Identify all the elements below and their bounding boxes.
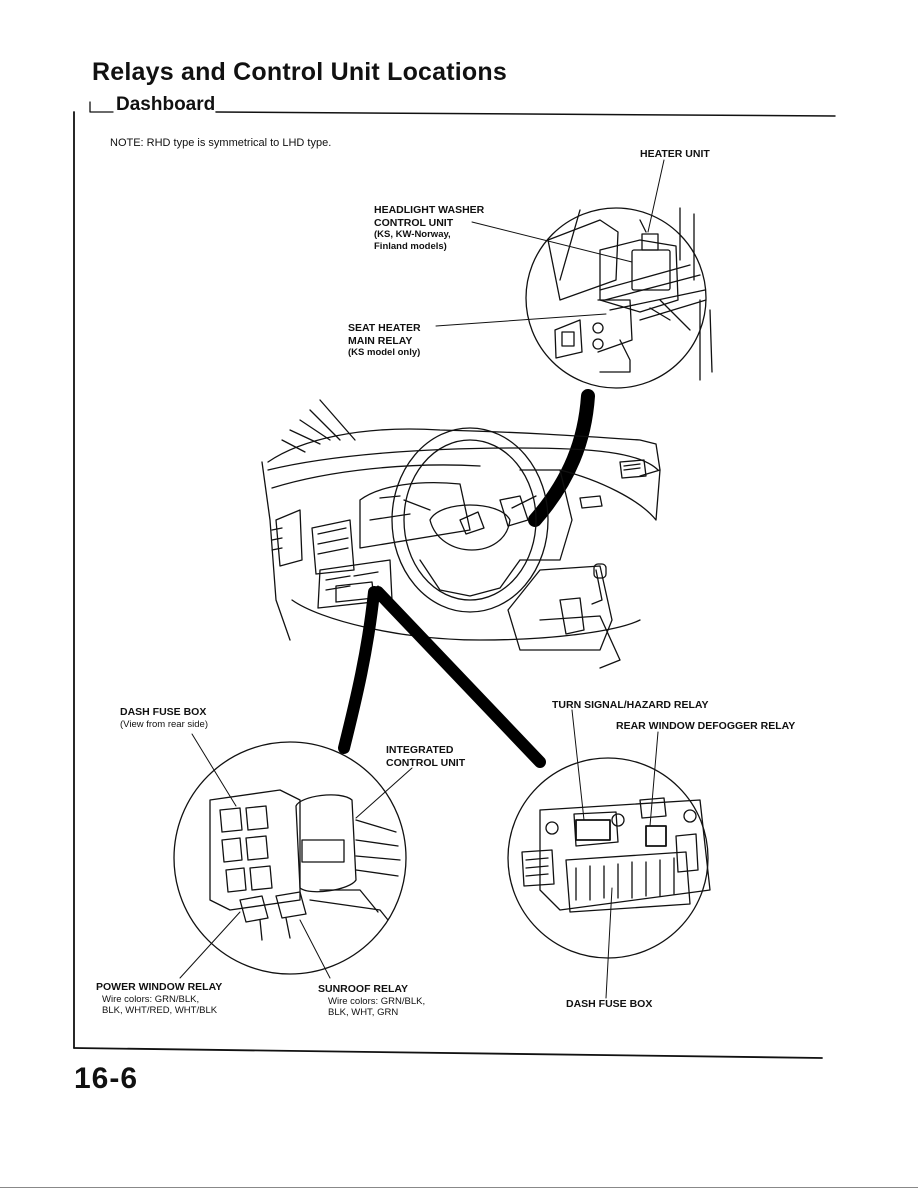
section-frame [89,101,114,113]
seat-heater-label: SEAT HEATER MAIN RELAY (KS model only) [348,322,421,358]
sunroof-relay-label: SUNROOF RELAY Wire colors: GRN/BLK, BLK,… [318,983,426,1018]
note-text: NOTE: RHD type is symmetrical to LHD typ… [110,137,332,149]
heater-unit-label: HEATER UNIT [640,148,710,160]
section-title: Dashboard [116,94,216,115]
dash-fuse-box-detail [173,741,407,975]
leader-lines [179,159,665,999]
dash-fuse-box-rear-label: DASH FUSE BOX (View from rear side) [120,706,208,730]
page-title: Relays and Control Unit Locations [92,58,507,86]
dashboard-drawing [261,399,661,669]
relay-detail [507,757,711,959]
page-number: 16-6 [74,1062,139,1095]
rear-defogger-relay-label: REAR WINDOW DEFOGGER RELAY [616,720,796,732]
frame-bottom-rule [73,1047,823,1059]
dash-fuse-box-label: DASH FUSE BOX [566,998,653,1010]
heater-unit-detail [525,207,713,389]
power-window-relay-label: POWER WINDOW RELAY Wire colors: GRN/BLK,… [96,981,223,1016]
integrated-control-unit-label: INTEGRATED CONTROL UNIT [386,744,466,769]
turn-signal-relay-label: TURN SIGNAL/HAZARD RELAY [552,699,709,711]
headlight-washer-label: HEADLIGHT WASHER CONTROL UNIT (KS, KW-No… [374,204,485,252]
